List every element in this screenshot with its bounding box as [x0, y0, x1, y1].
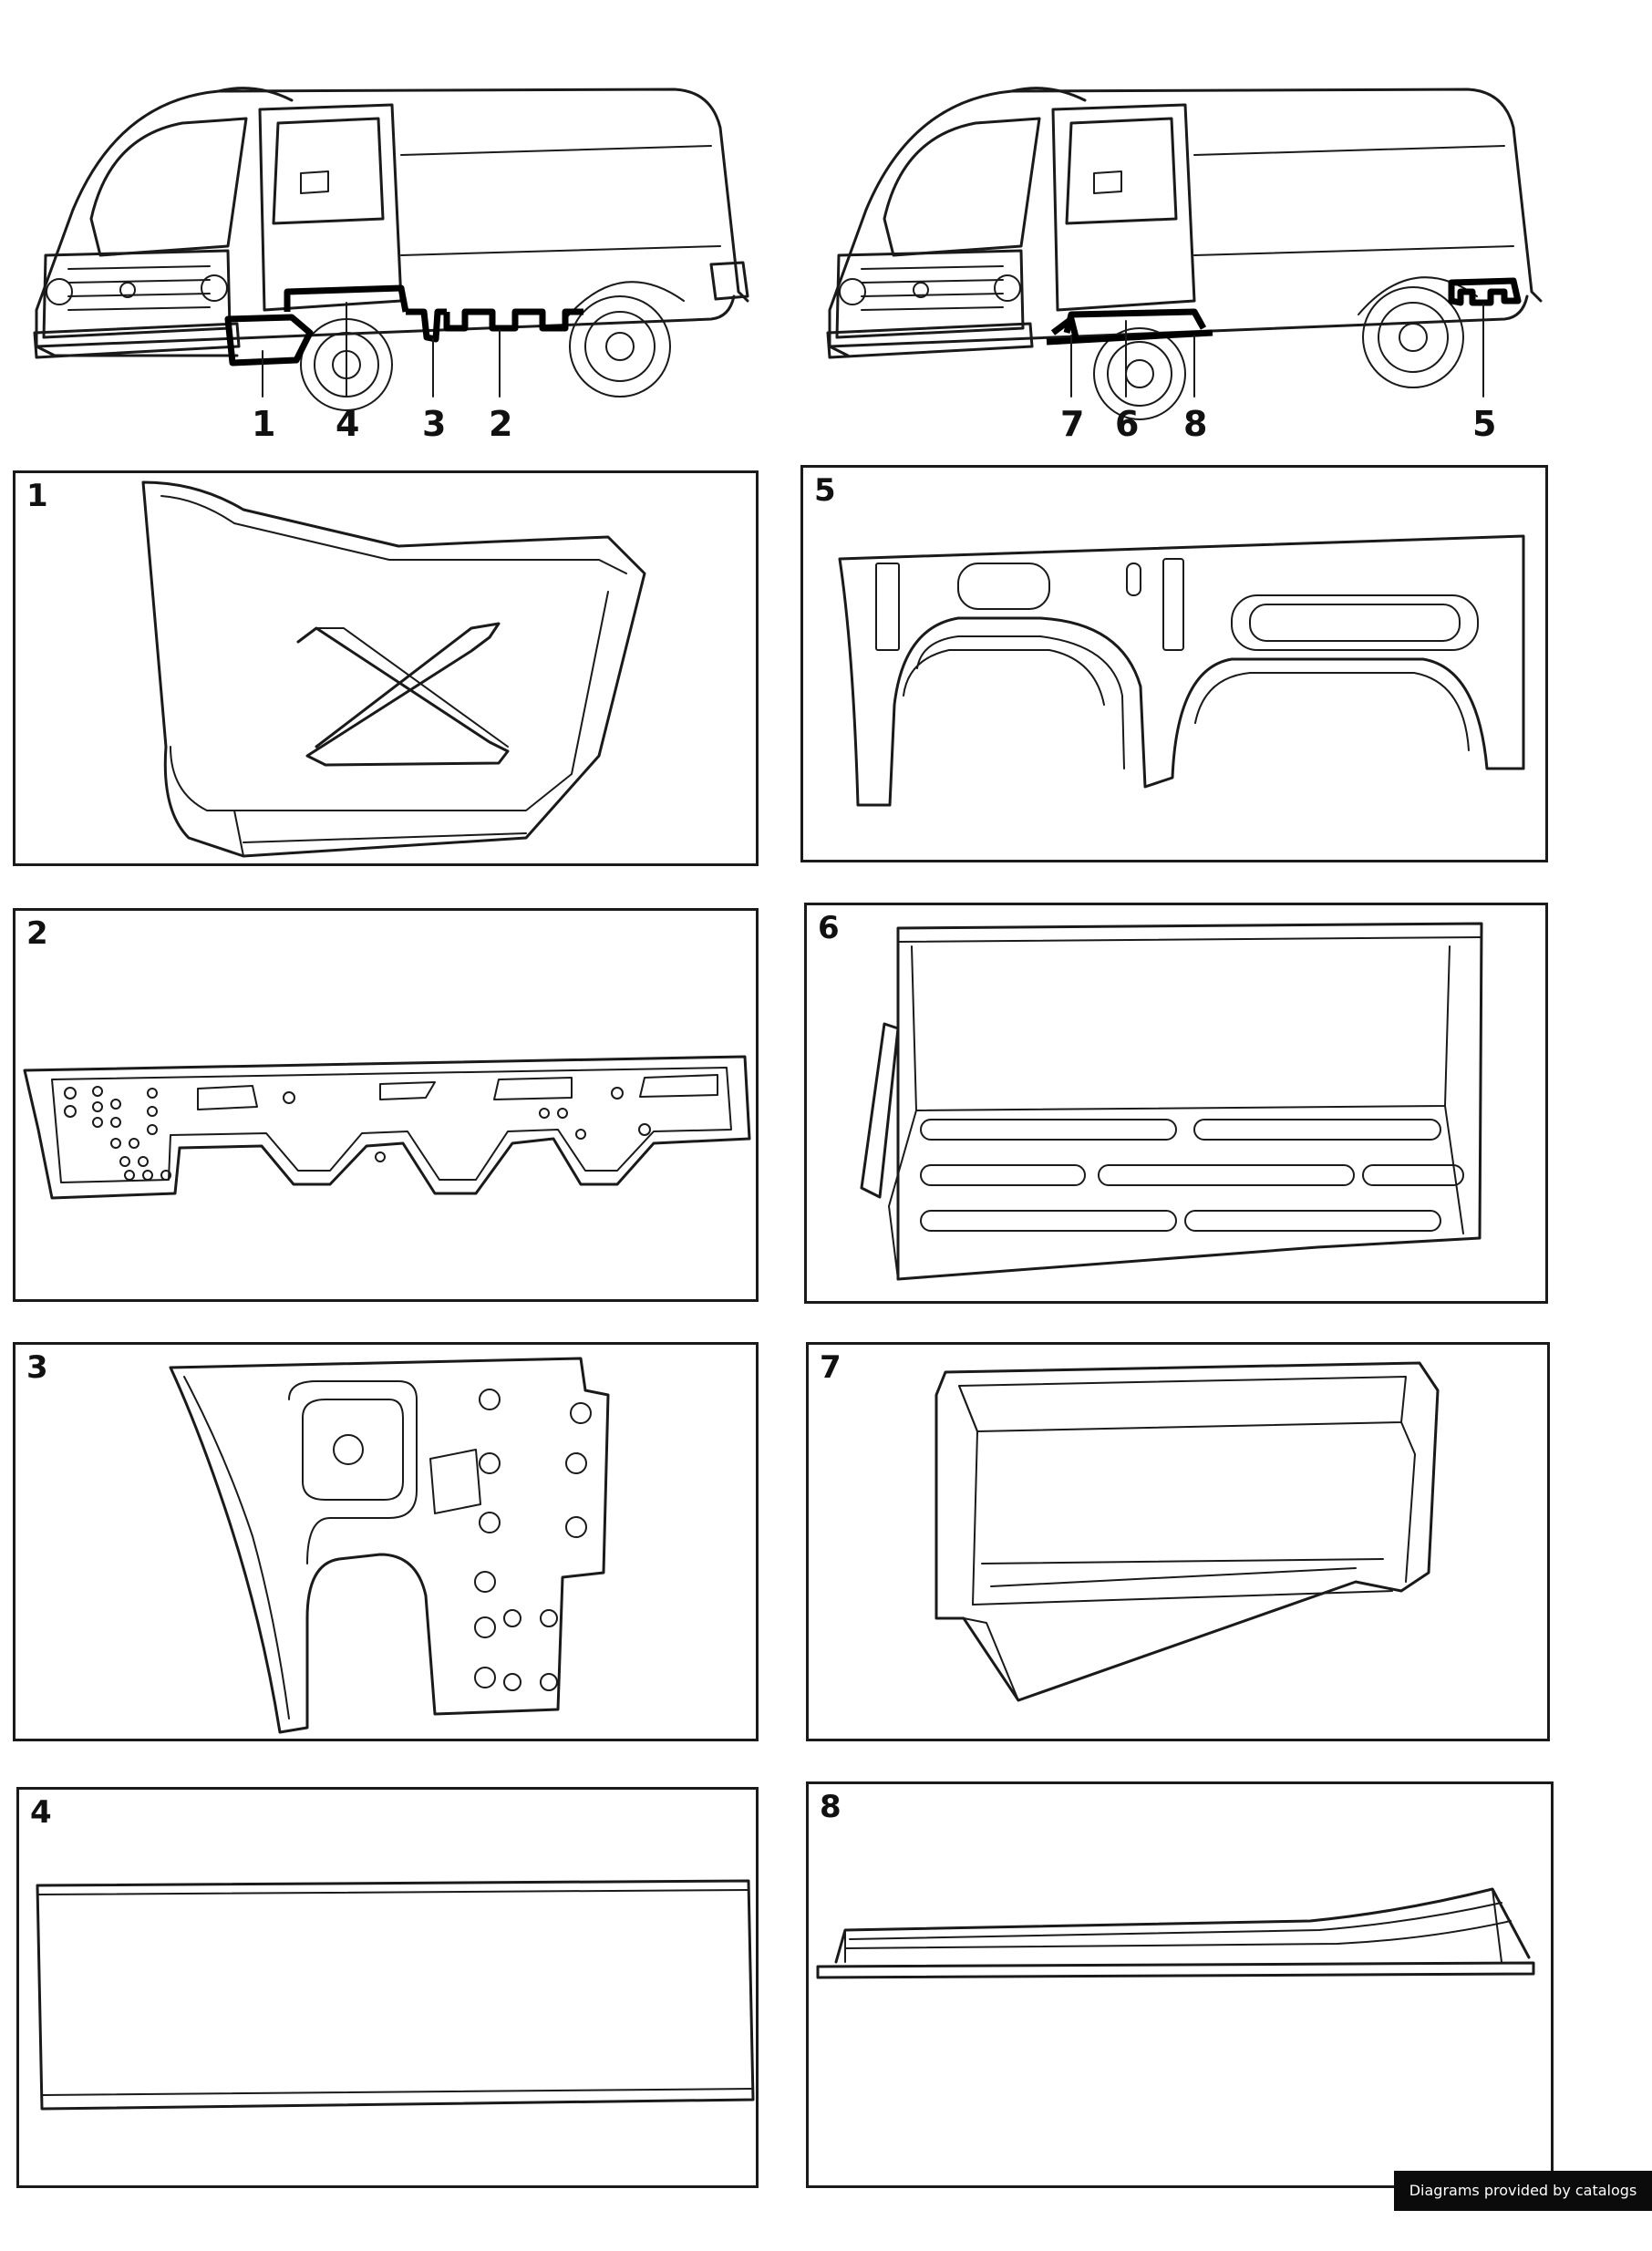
part-2-drawing	[23, 1055, 751, 1200]
callout-4: 4	[336, 404, 359, 444]
part-3-holes	[474, 1389, 592, 1691]
panel-part-4: 4	[16, 1787, 759, 2188]
highlight-part-4	[284, 284, 409, 313]
part-6-drawing	[860, 922, 1483, 1281]
panel-number-4: 4	[30, 1794, 52, 1831]
callout-6: 6	[1115, 404, 1139, 444]
panel-part-6: 6	[804, 903, 1548, 1304]
part-1-drawing	[141, 480, 646, 858]
callouts-left: 1 4 3 2	[252, 404, 512, 444]
panel-part-8: 8	[806, 1781, 1554, 2188]
panel-part-1: 1	[13, 470, 759, 866]
part-5-drawing	[838, 534, 1525, 807]
highlight-part-6	[1063, 308, 1207, 334]
van-highlighted-parts-right	[1046, 277, 1522, 346]
highlight-part-8	[1046, 329, 1213, 346]
panel-part-2: 2	[13, 908, 759, 1302]
panel-number-1: 1	[26, 478, 48, 514]
callout-leaders-left	[262, 302, 501, 398]
panel-number-2: 2	[26, 915, 48, 952]
panel-number-6: 6	[818, 910, 840, 946]
panel-number-8: 8	[820, 1789, 841, 1825]
panel-number-3: 3	[26, 1349, 48, 1386]
callout-3: 3	[422, 404, 446, 444]
panel-part-7: 7	[806, 1342, 1550, 1741]
panel-number-7: 7	[820, 1349, 841, 1386]
part-6-slots	[920, 1119, 1464, 1232]
part-4-drawing	[36, 1879, 755, 2111]
van-highlighted-parts	[224, 284, 583, 367]
panel-part-5: 5	[800, 465, 1548, 862]
callouts-right: 7 6 8 5	[1060, 404, 1496, 444]
van-body-outline-right	[826, 87, 1543, 420]
van-overview-left: 1 4 3 2	[33, 87, 749, 444]
van-body-outline	[33, 87, 749, 411]
panel-part-3: 3	[13, 1342, 759, 1741]
part-8-drawing	[816, 1887, 1535, 1979]
part-2-holes	[64, 1086, 651, 1181]
highlight-part-5	[1448, 277, 1522, 306]
highlight-part-1	[224, 314, 314, 367]
part-7-drawing	[934, 1361, 1440, 1702]
highlight-part-3	[406, 308, 447, 343]
callout-5: 5	[1472, 404, 1496, 444]
part-3-drawing	[169, 1357, 610, 1734]
callout-2: 2	[489, 404, 512, 444]
callout-leaders-right	[1070, 304, 1484, 398]
callout-1: 1	[252, 404, 275, 444]
diagram-credit: Diagrams provided by catalogs parts	[1394, 2171, 1652, 2239]
van-overview-right: 7 6 8 5	[826, 87, 1543, 444]
panel-number-5: 5	[814, 472, 836, 509]
highlight-part-2	[443, 308, 583, 332]
callout-7: 7	[1060, 404, 1084, 444]
callout-8: 8	[1183, 404, 1207, 444]
